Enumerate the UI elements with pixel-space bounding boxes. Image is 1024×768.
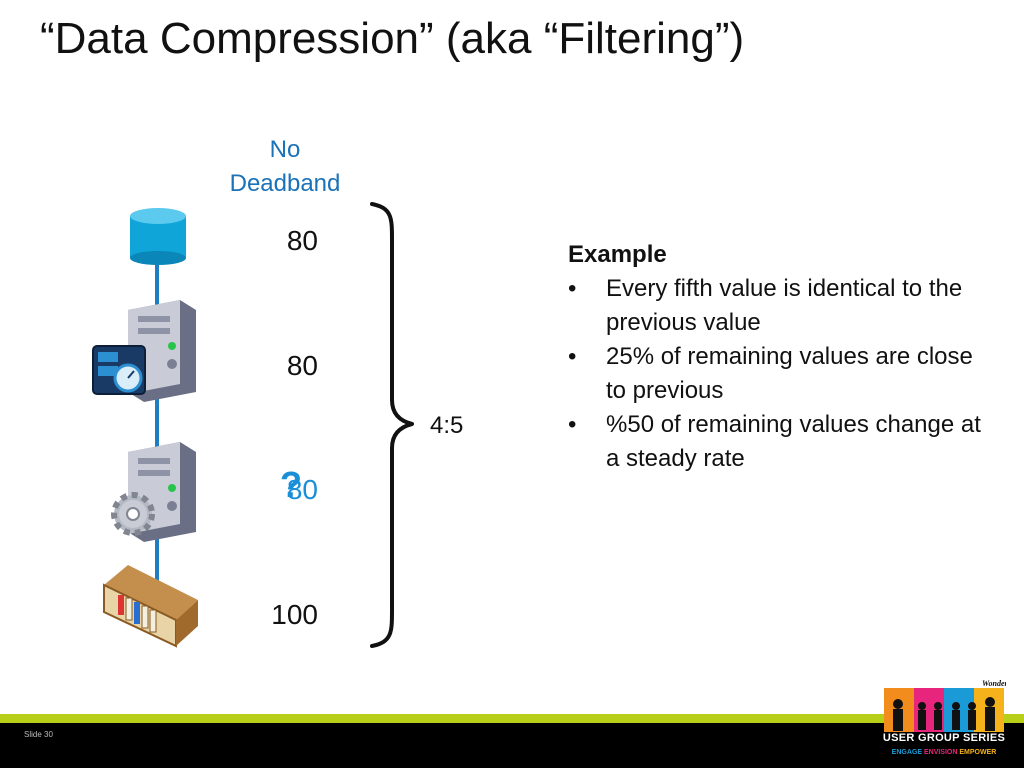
- plc-rack-icon: [103, 565, 198, 648]
- logo-wordmark: USER GROUP SERIES: [882, 732, 1006, 744]
- slide-number: Slide 30: [24, 730, 53, 739]
- logo-tagline: ENGAGE ENVISION EMPOWER: [882, 749, 1006, 756]
- value-1: 80: [286, 225, 318, 256]
- server-config-icon: [111, 442, 196, 542]
- brace-icon: [370, 202, 414, 648]
- bullet-text: 25% of remaining values are close to pre…: [606, 343, 973, 404]
- example-bullet: • 25% of remaining values are close to pr…: [568, 340, 988, 408]
- value-4: 100: [271, 599, 318, 630]
- value-2: 80: [286, 350, 318, 381]
- example-bullet: • Every fifth value is identical to the p…: [568, 272, 988, 340]
- slide-title: “Data Compression” (aka “Filtering”): [40, 14, 745, 63]
- example-bullet: • %50 of remaining values change at a ste…: [568, 408, 988, 476]
- example-heading: Example: [568, 241, 667, 268]
- tagline-engage: ENGAGE: [891, 749, 923, 756]
- bullet-text: %50 of remaining values change at a stea…: [606, 411, 981, 472]
- user-group-logo: Wonderware: [884, 679, 1006, 768]
- database-icon: [130, 208, 186, 265]
- column-heading-line1: No: [269, 136, 301, 163]
- example-list: • Every fifth value is identical to the p…: [568, 272, 988, 476]
- server-historian-icon: [92, 300, 196, 402]
- signature-text: Wonderware: [982, 679, 1006, 688]
- footer-accent-bar: [0, 714, 1024, 723]
- tagline-empower: EMPOWER: [959, 749, 997, 756]
- footer-bar: [0, 723, 1024, 768]
- bullet-text: Every fifth value is identical to the pr…: [606, 275, 963, 336]
- compression-ratio: 4:5: [430, 412, 464, 439]
- example-box: Example • Every fifth value is identical …: [568, 238, 988, 476]
- tagline-envision: ENVISION: [923, 749, 958, 756]
- bullet-dot: •: [568, 343, 577, 370]
- bullet-dot: •: [568, 275, 577, 302]
- unknown-marker: ?: [280, 464, 302, 505]
- bullet-dot: •: [568, 411, 577, 438]
- value-3: 80: [286, 474, 318, 505]
- column-heading: No Deadband: [215, 133, 355, 201]
- column-heading-line2: Deadband: [229, 170, 341, 197]
